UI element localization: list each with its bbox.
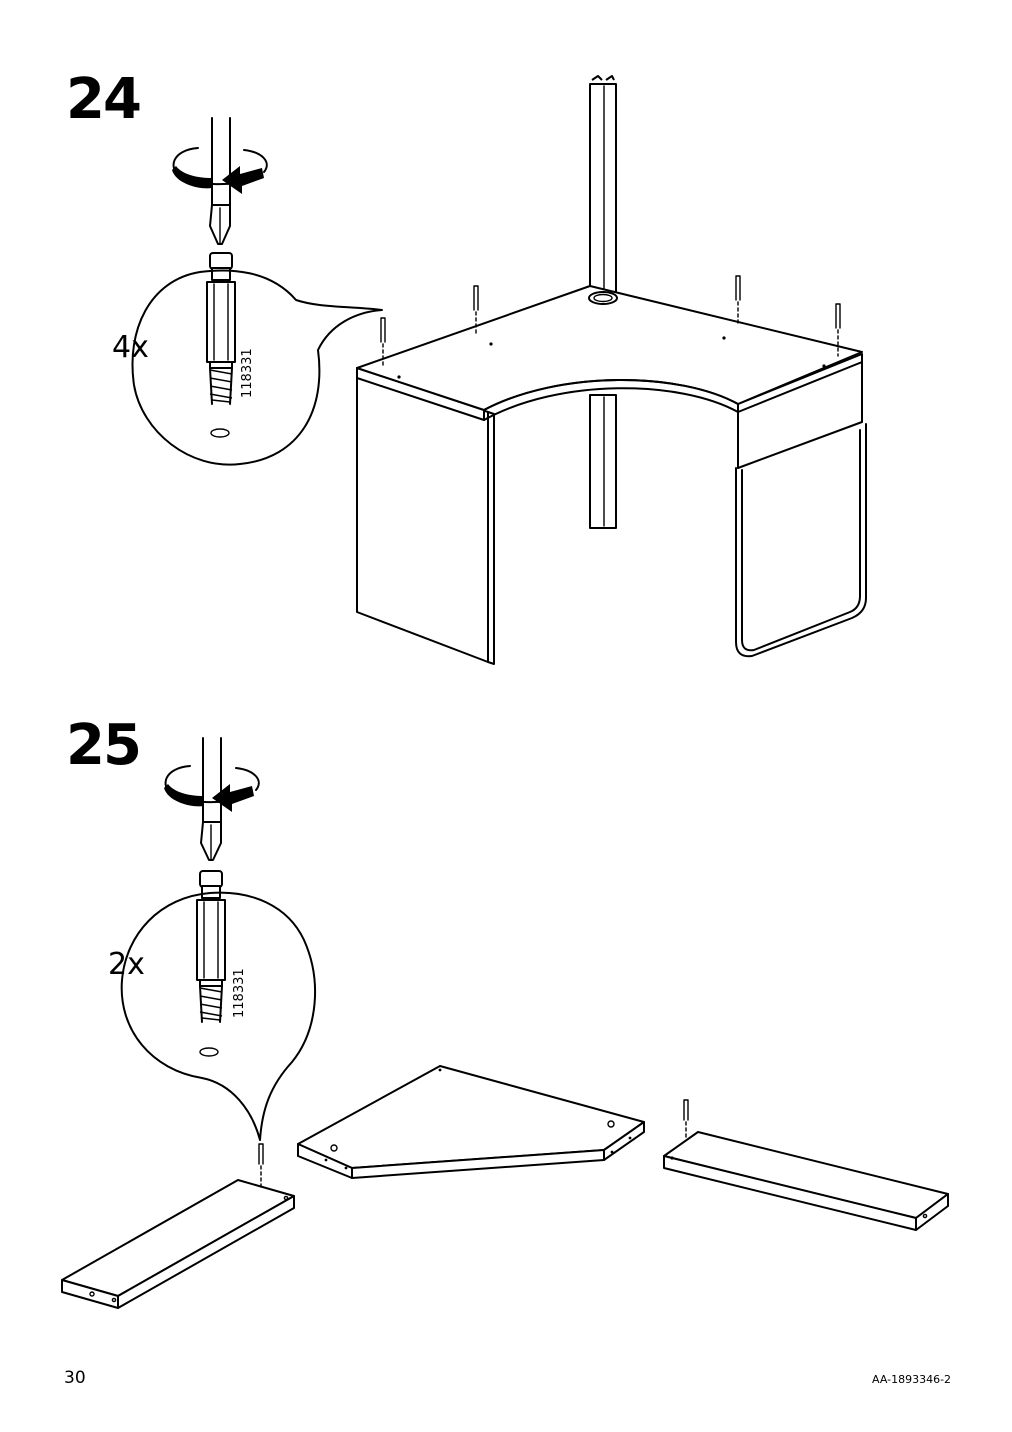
step-number: 24 xyxy=(66,67,142,132)
doc-code: AA-1893346-2 xyxy=(872,1373,952,1386)
screwdriver-icon xyxy=(200,737,222,861)
shelf-board-left xyxy=(61,1143,295,1309)
step-number: 25 xyxy=(66,713,142,778)
corner-shelf xyxy=(297,1065,645,1179)
rotate-arrow-icon xyxy=(172,147,268,194)
callout-bubble xyxy=(120,891,317,1141)
corner-desk xyxy=(356,75,867,665)
quantity-label: 2x xyxy=(108,947,145,982)
part-number: 118331 xyxy=(232,968,247,1018)
rotate-arrow-icon xyxy=(164,765,260,812)
shelf-board-right xyxy=(663,1099,949,1231)
part-number: 118331 xyxy=(240,348,255,398)
screwdriver-icon xyxy=(209,117,231,245)
page-number: 30 xyxy=(64,1368,86,1388)
dowel-icon xyxy=(196,870,226,1057)
callout-bubble xyxy=(131,269,383,466)
dowel-icon xyxy=(206,252,236,438)
quantity-label: 4x xyxy=(112,330,149,365)
